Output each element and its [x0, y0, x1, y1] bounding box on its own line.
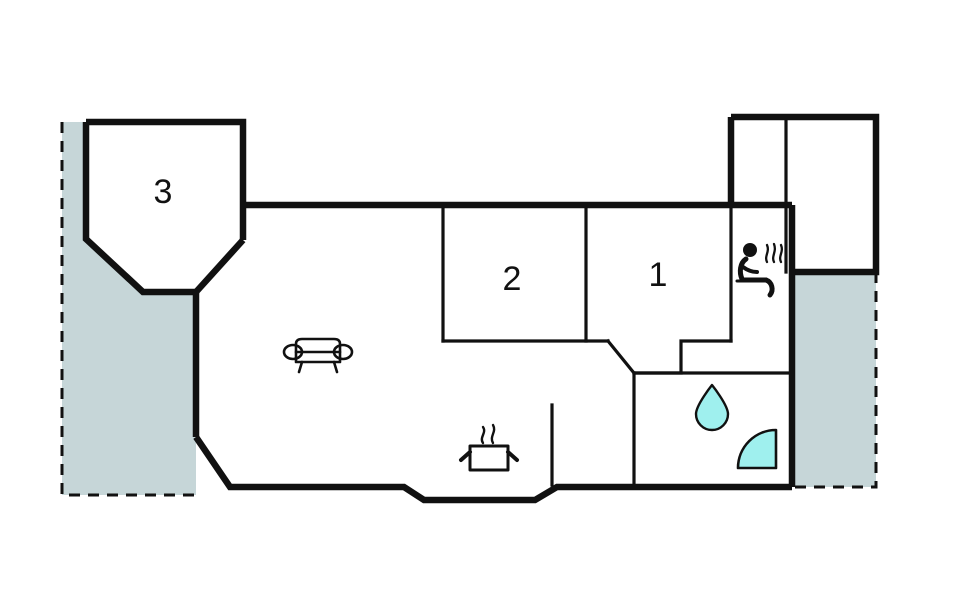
water-drop-shape: [694, 383, 730, 432]
pot-steam-2: [490, 423, 496, 445]
sauna-icon: [735, 242, 783, 298]
sofa-arm-right: [332, 343, 354, 361]
room-number-2: 2: [503, 260, 522, 298]
pot-body: [468, 444, 510, 472]
shower-icon: [736, 428, 778, 470]
terrace-left-dashed-boundary: [60, 122, 196, 497]
shower-tray-shape: [736, 428, 778, 470]
room-number-labels: 3 2 1: [154, 173, 668, 298]
sauna-person-back: [737, 256, 749, 282]
terrace-right-dashed-boundary: [792, 272, 878, 489]
wall-room3-left-lower: [82, 122, 196, 296]
sauna-person-head: [743, 243, 757, 257]
room-number-3: 3: [154, 173, 173, 211]
wall-bottom-exterior: [193, 435, 792, 504]
pot-handle-right: [506, 450, 519, 462]
room-3-floor: [86, 122, 243, 292]
sauna-heat-wave-1: [765, 243, 769, 264]
sauna-person-arm: [741, 265, 759, 274]
terrace-right: [792, 272, 878, 489]
sofa-leg-left: [297, 360, 304, 374]
wall-topright-outline: [731, 113, 880, 276]
exterior-walls: [82, 113, 880, 504]
sofa-icon: [282, 337, 354, 374]
building-interior: [86, 117, 876, 500]
terrace-right-fill: [792, 272, 876, 487]
sauna-heat-wave-2: [772, 242, 776, 264]
stove-pot-icon: [459, 423, 519, 472]
wall-room3-top: [86, 118, 247, 205]
wall-room3-right-chamfer: [193, 237, 246, 295]
water-drop-icon: [694, 383, 730, 432]
main-body-floor: [196, 205, 792, 500]
sofa-backrest: [294, 337, 342, 354]
sauna-heat-wave-3: [779, 243, 783, 264]
sauna-person-shin: [763, 277, 775, 298]
room-number-1: 1: [649, 256, 668, 294]
top-right-floor: [731, 117, 876, 272]
sofa-arm-left: [282, 343, 304, 361]
pot-handle-left: [459, 450, 472, 462]
pot-steam-1: [480, 425, 486, 445]
sofa-leg-right: [332, 360, 339, 374]
